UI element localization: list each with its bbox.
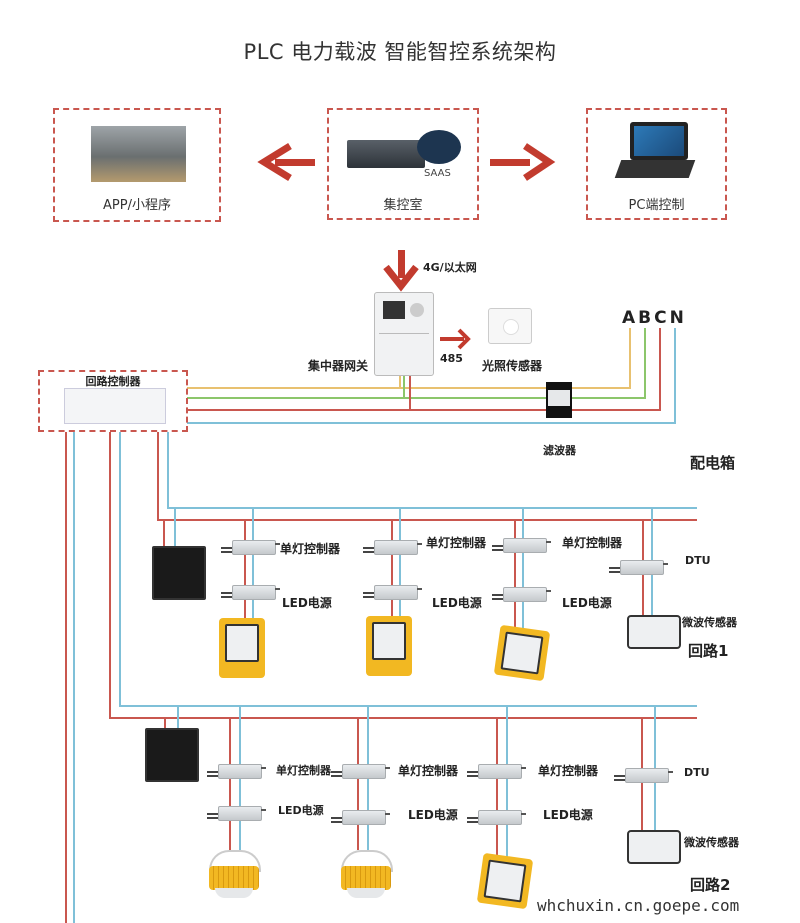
controller-label: 单灯控制器 xyxy=(562,536,623,550)
floodlight-icon xyxy=(366,616,412,676)
loop-name: 回路2 xyxy=(690,876,731,894)
arrow-right xyxy=(490,143,556,181)
controller-label: 单灯控制器 xyxy=(280,542,341,556)
power-label: LED电源 xyxy=(282,596,332,610)
light-sensor-label: 光照传感器 xyxy=(482,359,543,373)
dtu-label: DTU xyxy=(684,766,710,779)
server-icon xyxy=(347,140,425,168)
led-power-supply xyxy=(467,810,526,825)
power-label: LED电源 xyxy=(278,804,324,817)
phase-c-wire xyxy=(187,328,661,411)
saas-label: SAAS xyxy=(424,168,451,179)
floodlight-square-icon xyxy=(493,624,551,682)
microwave-sensor-label: 微波传感器 xyxy=(682,616,737,629)
loop-controller-label: 回路控制器 xyxy=(85,375,141,388)
controller-label: 单灯控制器 xyxy=(276,764,331,777)
microwave-sensor-device xyxy=(627,615,681,649)
led-power-supply xyxy=(221,585,280,600)
single-lamp-controller xyxy=(467,764,526,779)
led-power-supply xyxy=(331,810,390,825)
light-sensor-device xyxy=(488,308,532,344)
highbay-light-icon xyxy=(337,850,395,900)
power-label: LED电源 xyxy=(432,596,482,610)
filter-device xyxy=(546,382,572,418)
pc-box: PC端控制 xyxy=(586,108,727,220)
controller-label: 单灯控制器 xyxy=(538,764,599,778)
floodlight-square-icon xyxy=(476,852,534,910)
uplink-label: 4G/以太网 xyxy=(423,261,477,274)
single-lamp-controller xyxy=(207,764,266,779)
microwave-sensor-label: 微波传感器 xyxy=(684,836,739,849)
rs485-label: 485 xyxy=(440,352,463,365)
gateway-device xyxy=(374,292,434,376)
control-room-label: 集控室 xyxy=(383,198,423,213)
led-power-supply xyxy=(207,806,266,821)
dtu-device xyxy=(609,560,668,575)
phase-b-wire xyxy=(187,328,646,399)
power-label: LED电源 xyxy=(408,808,458,822)
pc-label: PC端控制 xyxy=(628,198,685,213)
warehouse-photo-icon xyxy=(91,126,186,182)
phase-label: ABCN xyxy=(622,308,687,328)
floodlight-icon xyxy=(219,618,265,678)
control-room-box: SAAS 集控室 xyxy=(327,108,479,220)
diagram-title: PLC 电力载波 智能智控系统架构 xyxy=(243,40,557,64)
single-lamp-controller xyxy=(331,764,390,779)
power-label: LED电源 xyxy=(562,596,612,610)
microwave-sensor-device xyxy=(627,830,681,864)
controller-label: 单灯控制器 xyxy=(426,536,487,550)
controller-label: 单灯控制器 xyxy=(398,764,459,778)
loop-controller-device xyxy=(64,388,166,424)
filter-label: 滤波器 xyxy=(543,444,576,457)
watermark: whchuxin.cn.goepe.com xyxy=(535,896,742,915)
arrow-down xyxy=(383,250,419,292)
arrow-left xyxy=(257,143,315,181)
loop-controller-box: 回路控制器 xyxy=(38,370,188,432)
dtu-device xyxy=(614,768,673,783)
single-lamp-controller xyxy=(363,540,422,555)
arrow-485 xyxy=(440,328,471,350)
app-box: APP/小程序 xyxy=(53,108,221,222)
single-lamp-controller xyxy=(492,538,551,553)
led-power-supply xyxy=(363,585,422,600)
touch-panel[interactable] xyxy=(152,546,206,600)
app-label: APP/小程序 xyxy=(103,198,171,213)
led-power-supply xyxy=(492,587,551,602)
phase-a-wire xyxy=(187,328,631,389)
distribution-box-label: 配电箱 xyxy=(690,454,736,472)
highbay-light-icon xyxy=(205,850,263,900)
loop-name: 回路1 xyxy=(688,642,729,660)
laptop-icon xyxy=(614,122,698,184)
power-label: LED电源 xyxy=(543,808,593,822)
dtu-label: DTU xyxy=(685,554,711,567)
gateway-label: 集中器网关 xyxy=(308,359,369,373)
touch-panel[interactable] xyxy=(145,728,199,782)
cloud-icon xyxy=(417,130,461,164)
single-lamp-controller xyxy=(221,540,280,555)
phase-n-wire xyxy=(187,328,676,424)
